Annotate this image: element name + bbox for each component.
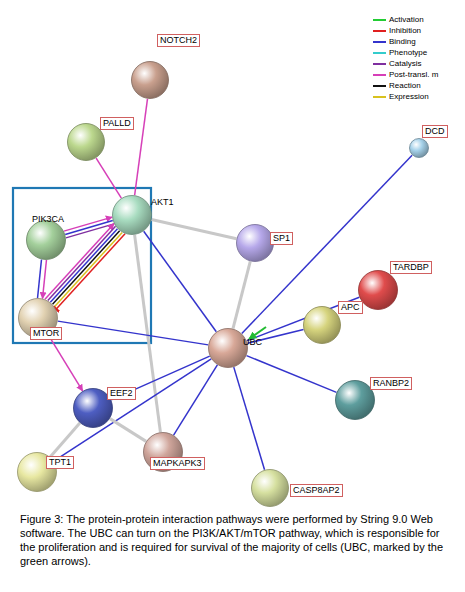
protein-node: DCD <box>409 138 429 158</box>
protein-node: AKT1 <box>112 195 152 235</box>
legend-text: Expression <box>389 91 429 102</box>
protein-node: UBC <box>208 328 248 368</box>
protein-label: MTOR <box>30 327 62 340</box>
sphere-body <box>27 221 66 260</box>
sphere-body <box>68 124 105 161</box>
protein-node: MAPKAPK3 <box>143 432 183 472</box>
protein-label: EEF2 <box>107 387 136 400</box>
protein-label: DCD <box>422 125 448 138</box>
legend-line <box>373 96 386 98</box>
legend-text: Inhibition <box>389 25 421 36</box>
protein-sphere <box>112 195 152 235</box>
protein-label: CASP8AP2 <box>290 484 343 497</box>
sphere-body <box>410 139 429 158</box>
protein-node: SP1 <box>236 224 274 262</box>
protein-sphere <box>236 224 274 262</box>
legend-swatch <box>372 91 387 102</box>
interaction-line <box>43 260 47 299</box>
legend-text: Phenotype <box>389 47 427 58</box>
sphere-body <box>132 62 169 99</box>
protein-sphere <box>208 328 248 368</box>
protein-node: RANBP2 <box>335 380 375 420</box>
sphere-body <box>209 329 248 368</box>
legend-swatch <box>372 80 387 91</box>
interaction-line <box>174 365 218 435</box>
interaction-line <box>96 158 121 198</box>
sphere-body <box>336 381 375 420</box>
legend-line <box>373 85 386 87</box>
interaction-line <box>58 321 208 345</box>
protein-label: SP1 <box>270 232 293 245</box>
protein-sphere <box>303 306 341 344</box>
protein-node: NOTCH2 <box>131 61 169 99</box>
protein-node: PALLD <box>67 123 105 161</box>
protein-label: UBC <box>240 336 265 349</box>
legend-swatch <box>372 69 387 80</box>
interaction-line <box>144 231 217 332</box>
figure-caption: Figure 3: The protein-protein interactio… <box>20 512 448 568</box>
interaction-line <box>247 356 337 393</box>
interaction-line <box>234 367 265 470</box>
legend-line <box>373 30 386 32</box>
protein-node: PIK3CA <box>26 220 66 260</box>
legend-text: Reaction <box>389 80 421 91</box>
protein-label: TARDBP <box>390 261 432 274</box>
protein-label: RANBP2 <box>370 377 412 390</box>
protein-label: MAPKAPK3 <box>150 457 205 470</box>
protein-sphere <box>131 61 169 99</box>
interaction-line <box>54 359 211 461</box>
protein-sphere <box>358 270 398 310</box>
interaction-line <box>152 219 237 238</box>
interaction-line <box>50 423 80 457</box>
protein-label: AKT1 <box>148 196 177 209</box>
legend-line <box>373 74 386 76</box>
protein-sphere <box>335 380 375 420</box>
legend-line <box>373 41 386 43</box>
protein-sphere <box>251 469 289 507</box>
interaction-line <box>38 259 42 298</box>
pathway-frame <box>13 188 151 343</box>
interaction-line <box>56 234 125 310</box>
legend-swatch <box>372 25 387 36</box>
protein-node: MTOR <box>18 298 58 338</box>
legend-line <box>373 52 386 54</box>
sphere-body <box>359 271 398 310</box>
protein-label: PIK3CA <box>29 213 67 226</box>
interaction-line <box>233 261 250 328</box>
protein-label: PALLD <box>100 117 134 130</box>
legend-text: Activation <box>389 14 424 25</box>
sphere-body <box>304 307 341 344</box>
interaction-line <box>64 217 112 231</box>
protein-sphere <box>409 138 429 158</box>
legend-text: Post-transl. m <box>389 69 438 80</box>
protein-node: CASP8AP2 <box>251 469 289 507</box>
edge-group <box>38 99 413 470</box>
legend-text: Catalysis <box>389 58 421 69</box>
interaction-line <box>48 335 82 391</box>
protein-sphere <box>26 220 66 260</box>
legend-swatch <box>372 47 387 58</box>
protein-node: TPT1 <box>17 452 57 492</box>
sphere-body <box>252 470 289 507</box>
protein-label: TPT1 <box>46 456 74 469</box>
protein-node: TARDBP <box>358 270 398 310</box>
legend-line <box>373 19 386 21</box>
legend-swatch <box>372 14 387 25</box>
legend-text: Binding <box>389 36 416 47</box>
legend-swatch <box>372 58 387 69</box>
interaction-line <box>135 99 148 195</box>
legend-line <box>373 63 386 65</box>
sphere-body <box>237 225 274 262</box>
interaction-line <box>110 419 146 442</box>
sphere-body <box>113 196 152 235</box>
protein-label: NOTCH2 <box>157 34 200 47</box>
protein-label: APC <box>338 301 363 314</box>
legend-swatch <box>372 36 387 47</box>
protein-node: APC <box>303 306 341 344</box>
protein-node: EEF2 <box>73 388 113 428</box>
